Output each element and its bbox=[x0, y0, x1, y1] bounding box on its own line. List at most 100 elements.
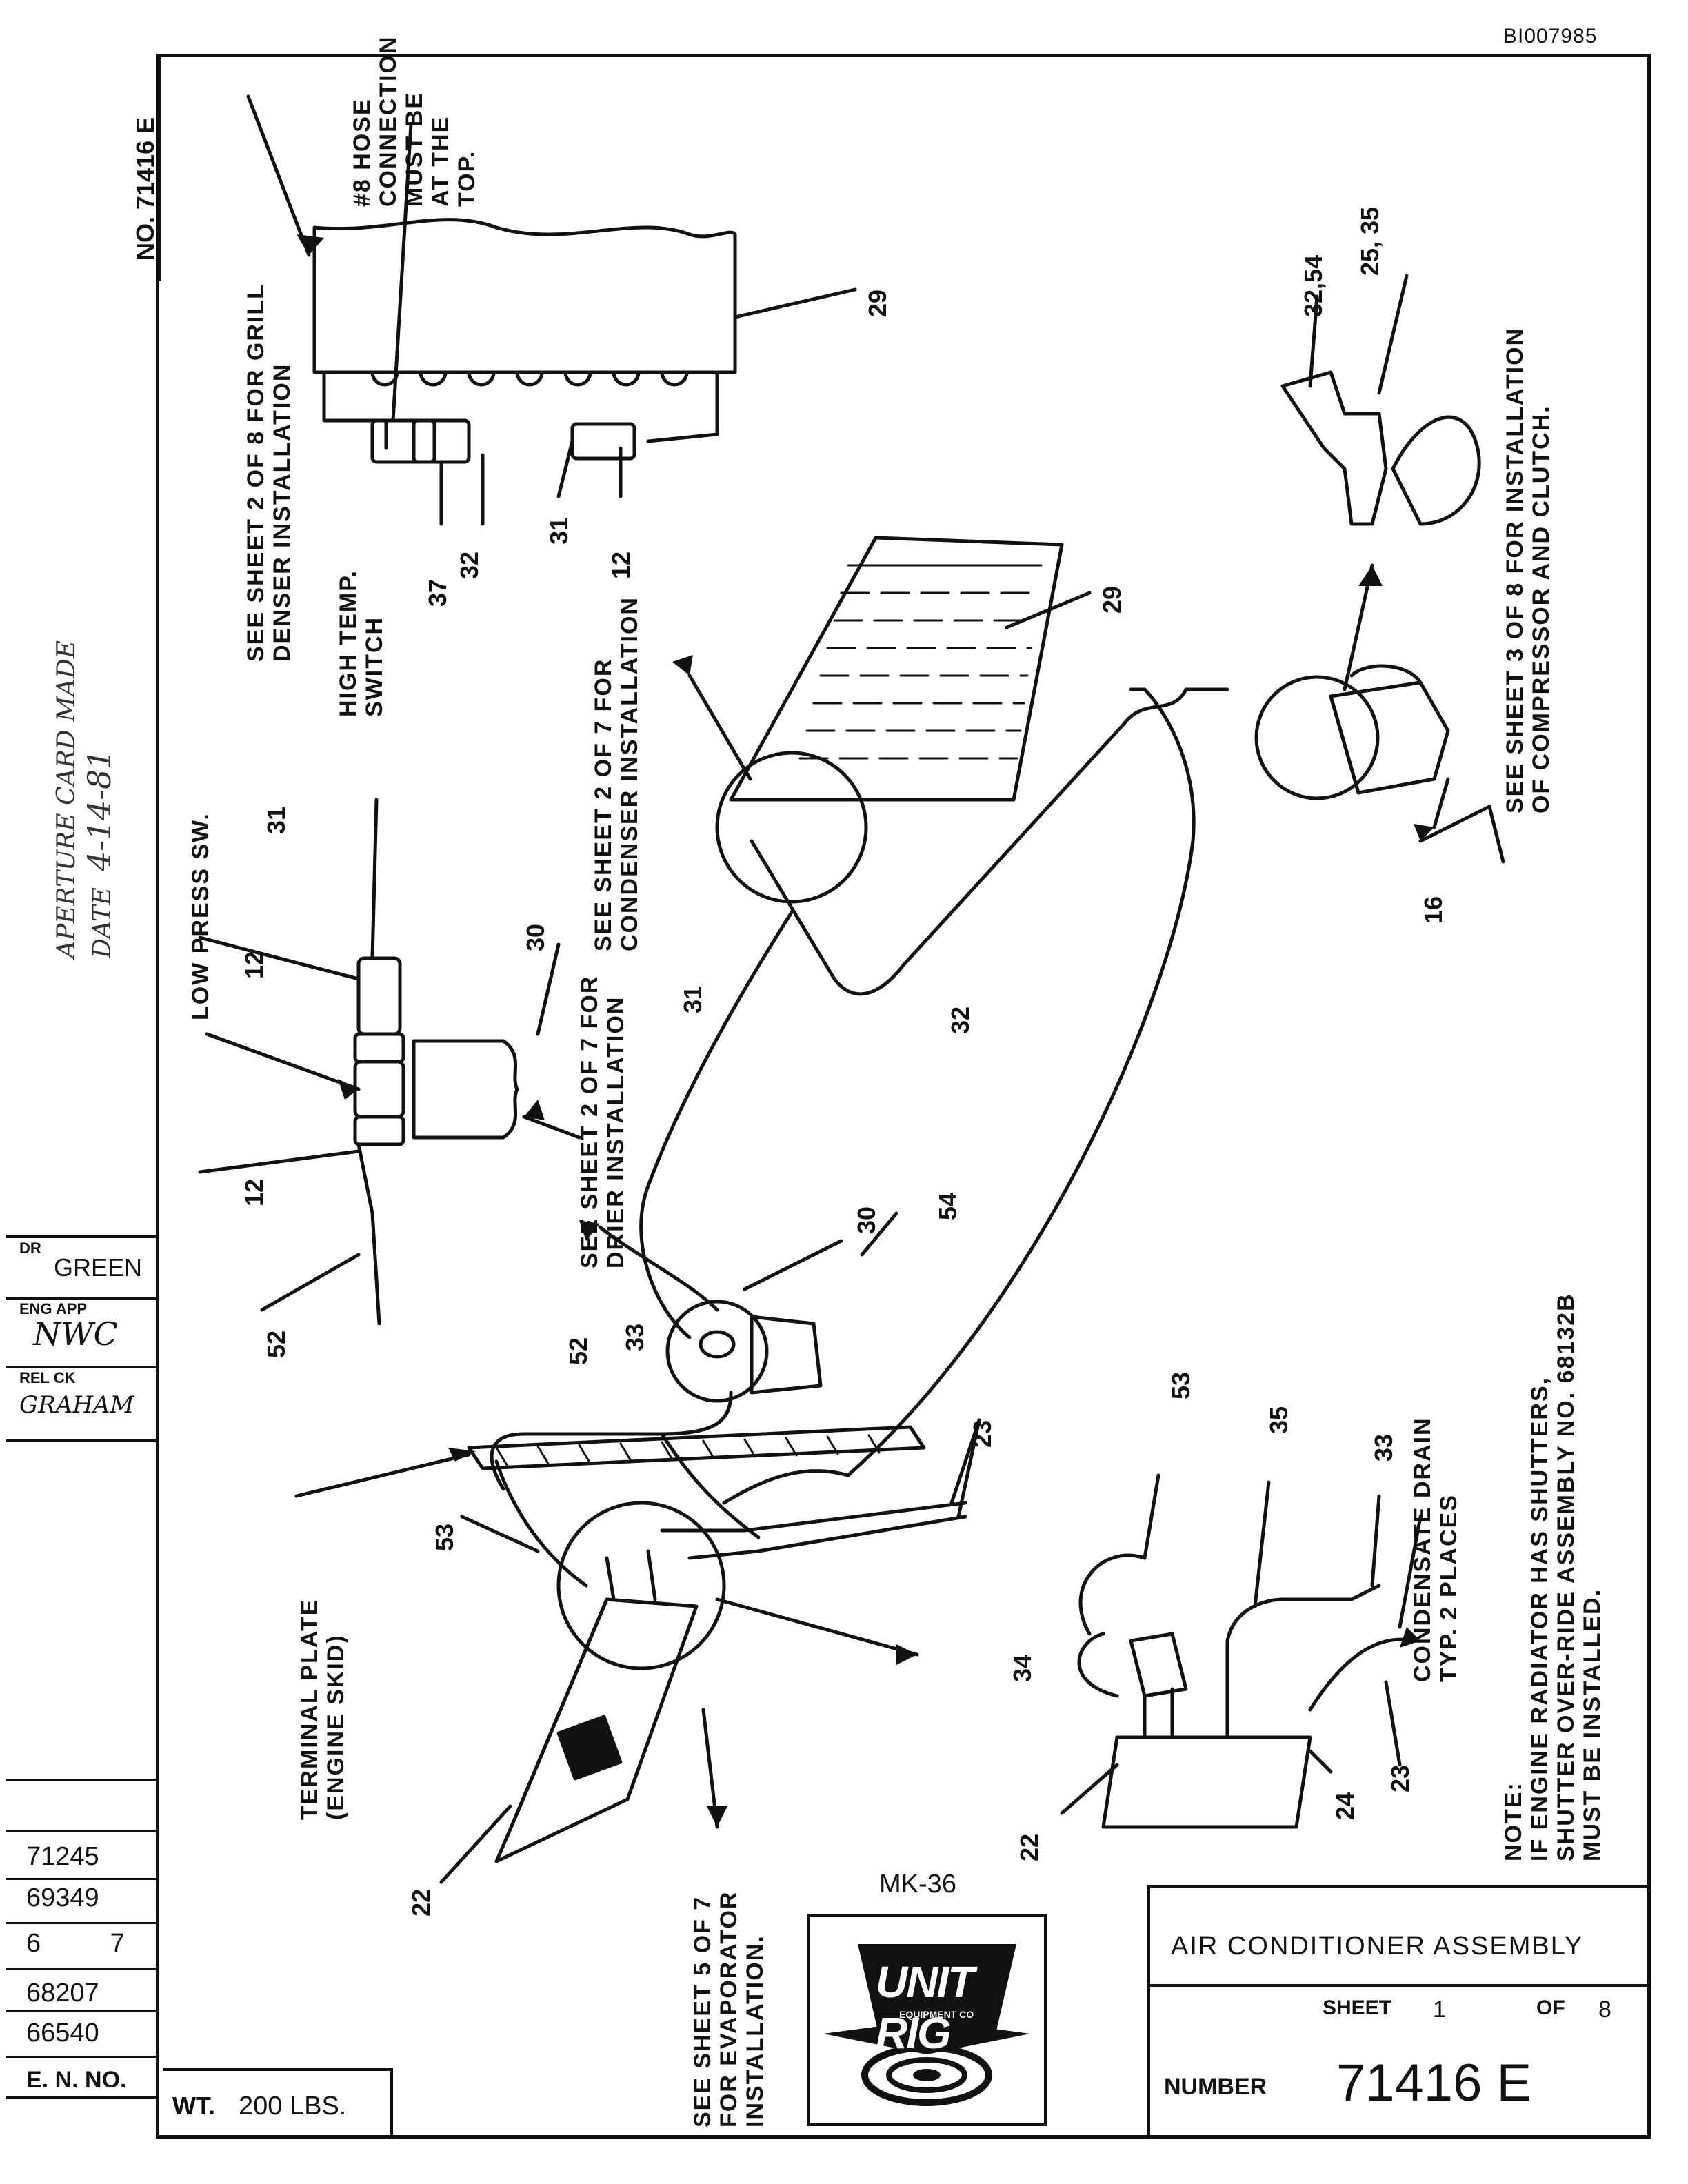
condenser-detail-circle bbox=[715, 751, 868, 904]
hose-32 bbox=[750, 687, 1229, 996]
condenser-fins bbox=[798, 564, 1043, 760]
logo-text: UNIT RIG bbox=[876, 1957, 974, 2058]
revision-number: 69349 bbox=[26, 1883, 99, 1912]
callout: 12 bbox=[240, 951, 268, 979]
dr-value: GREEN bbox=[54, 1253, 143, 1282]
eng-app-value: NWC bbox=[33, 1315, 118, 1353]
wt-value: 200 LBS. bbox=[239, 2092, 347, 2121]
rel-ck-value: GRAHAM bbox=[19, 1391, 134, 1419]
company-logo: UNIT RIG EQUIPMENT CO bbox=[807, 1914, 1047, 2126]
hose-53 bbox=[494, 1459, 588, 1588]
callout: 33 bbox=[621, 1323, 649, 1351]
callout: 52 bbox=[262, 1330, 290, 1358]
drawing-number-box: NO. 71416 E bbox=[128, 54, 161, 281]
callout: 52 bbox=[564, 1337, 592, 1365]
arrowheads bbox=[297, 234, 1434, 1827]
note-high-temp-switch: HIGH TEMP.SWITCH bbox=[335, 569, 388, 717]
callout: 22 bbox=[407, 1888, 435, 1917]
signoff-block: DR GREEN ENG APP NWC REL CK GRAHAM bbox=[6, 1235, 159, 1442]
callout: 25, 35 bbox=[1356, 206, 1384, 276]
evaporator-detail-circle bbox=[556, 1501, 726, 1670]
terminal-plate bbox=[467, 1425, 926, 1470]
condenser-line-right bbox=[646, 370, 719, 443]
callout: 23 bbox=[968, 1419, 996, 1448]
compressor-fitting bbox=[1280, 370, 1388, 526]
mk-label: MK-36 bbox=[879, 1870, 956, 1899]
callout: 53 bbox=[1167, 1371, 1195, 1399]
condenser-line-left bbox=[322, 370, 388, 450]
callout: 30 bbox=[521, 923, 550, 951]
callout: 23 bbox=[1386, 1764, 1414, 1792]
wt-label: WT. bbox=[172, 2092, 215, 2120]
dr-label: DR bbox=[19, 1240, 41, 1257]
drawing-frame bbox=[156, 54, 1651, 2138]
revision-number: 66540 bbox=[26, 2019, 99, 2048]
hose-33-lower bbox=[1349, 1584, 1381, 1601]
eng-app-label: ENG APP bbox=[19, 1300, 88, 1317]
en-no-label: E. N. NO. bbox=[26, 2067, 127, 2093]
callout: 32,54 bbox=[1299, 254, 1327, 317]
condenser-grill-outline bbox=[312, 218, 737, 374]
expansion-valve bbox=[1129, 1632, 1188, 1698]
callout: 54 bbox=[934, 1192, 962, 1220]
callout: 33 bbox=[1369, 1433, 1398, 1462]
sheet-value: 1 bbox=[1433, 1996, 1446, 2023]
hose-35-lower bbox=[1225, 1597, 1354, 1739]
hose-54 bbox=[846, 687, 1196, 1477]
revision-number: 71245 bbox=[26, 1842, 99, 1871]
hose-54b bbox=[722, 1469, 850, 1505]
note-low-press-sw: LOW PRESS SW. bbox=[188, 812, 214, 1020]
callout: 24 bbox=[1331, 1792, 1359, 1820]
callout: 12 bbox=[240, 1178, 268, 1206]
callout: 31 bbox=[545, 516, 573, 545]
callout: 34 bbox=[1008, 1654, 1036, 1682]
sheet-label: SHEET bbox=[1323, 1996, 1392, 2019]
callout: 32 bbox=[946, 1006, 974, 1034]
hose-31 bbox=[639, 908, 795, 1339]
compressor-detail-circle bbox=[1254, 675, 1380, 800]
rel-ck-label: REL CK bbox=[19, 1369, 76, 1386]
of-value: 8 bbox=[1598, 1996, 1611, 2023]
evaporator-grill bbox=[556, 1715, 623, 1781]
callout: 12 bbox=[607, 551, 635, 579]
logo-subtext: EQUIPMENT CO bbox=[899, 2009, 974, 2020]
hose-23-lower bbox=[1308, 1637, 1416, 1712]
number-label: NUMBER bbox=[1164, 2074, 1267, 2100]
of-label: OF bbox=[1536, 1996, 1565, 2019]
low-press-fitting bbox=[356, 956, 402, 1036]
callout: 30 bbox=[852, 1206, 881, 1234]
callout: 53 bbox=[430, 1523, 459, 1551]
revision-number: 6 7 bbox=[26, 1929, 125, 1958]
drawing-title: AIR CONDITIONER ASSEMBLY bbox=[1171, 1932, 1584, 1961]
callout: 29 bbox=[863, 289, 892, 317]
weight-cell: WT. 200 LBS. bbox=[163, 2068, 393, 2138]
hose-53-lower bbox=[1078, 1473, 1160, 1636]
drier-body bbox=[412, 1039, 519, 1140]
drier-canister bbox=[750, 1315, 823, 1395]
callout: 22 bbox=[1015, 1833, 1043, 1861]
revision-column: 71245 69349 6 7 68207 66540 E. N. NO. bbox=[6, 1779, 159, 2099]
callout: 35 bbox=[1265, 1406, 1293, 1434]
title-block: AIR CONDITIONER ASSEMBLY SHEET 1 OF 8 NU… bbox=[1147, 1885, 1651, 2138]
high-temp-switch-fitting bbox=[370, 418, 436, 464]
terminal-plate-hatch bbox=[495, 1434, 881, 1466]
callout: 31 bbox=[679, 985, 707, 1013]
callout: 29 bbox=[1098, 585, 1126, 614]
logo-graphic bbox=[823, 1944, 1030, 2106]
callout: 16 bbox=[1419, 896, 1447, 924]
note-terminal-plate: TERMINAL PLATE(ENGINE SKID) bbox=[297, 1598, 349, 1820]
document-id: BI007985 bbox=[1503, 25, 1598, 48]
note-main: NOTE:IF ENGINE RADIATOR HAS SHUTTERS, SH… bbox=[1500, 1293, 1605, 1861]
compressor-body bbox=[1329, 680, 1450, 795]
evaporator-side-box bbox=[1101, 1735, 1312, 1829]
callout: 37 bbox=[423, 578, 452, 607]
number-value: 71416 E bbox=[1336, 2054, 1532, 2112]
